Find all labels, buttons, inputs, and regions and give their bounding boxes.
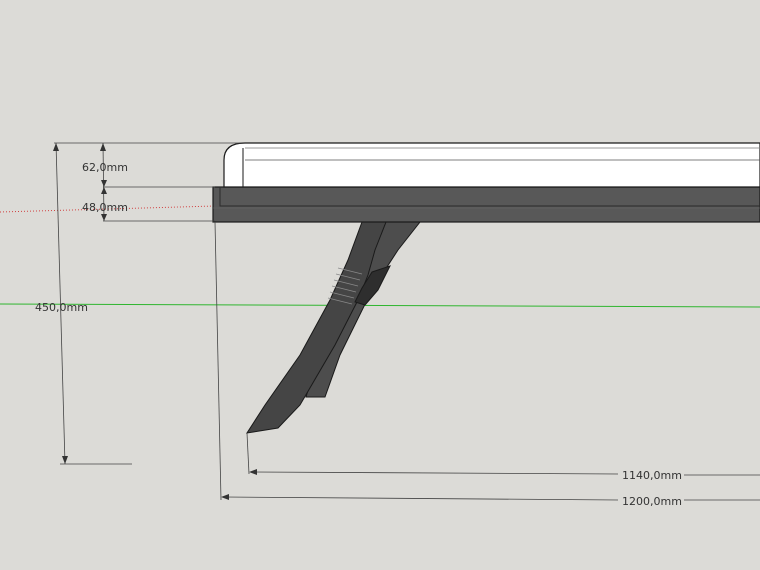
leg-texture-lines: [327, 267, 363, 305]
bench-frame: [212, 186, 760, 223]
dim-frame-height[interactable]: 48,0mm: [82, 201, 128, 214]
frame-body: [212, 186, 760, 223]
bench-legs: [245, 221, 422, 434]
cushion-body: [223, 142, 760, 188]
bench-cushion: [223, 142, 760, 188]
leg-joint: [354, 265, 391, 306]
dim-cushion-height[interactable]: 62,0mm: [82, 161, 128, 174]
green-axis: [0, 303, 760, 308]
dimension-arrows: [53, 143, 257, 500]
dim-total-length[interactable]: 1200,0mm: [622, 495, 682, 508]
front-leg: [245, 221, 387, 434]
dim-leg-span[interactable]: 1140,0mm: [622, 469, 682, 482]
frame-inner-edge: [219, 187, 760, 207]
dimension-lines: [54, 142, 760, 501]
dim-total-height[interactable]: 450,0mm: [35, 301, 88, 314]
